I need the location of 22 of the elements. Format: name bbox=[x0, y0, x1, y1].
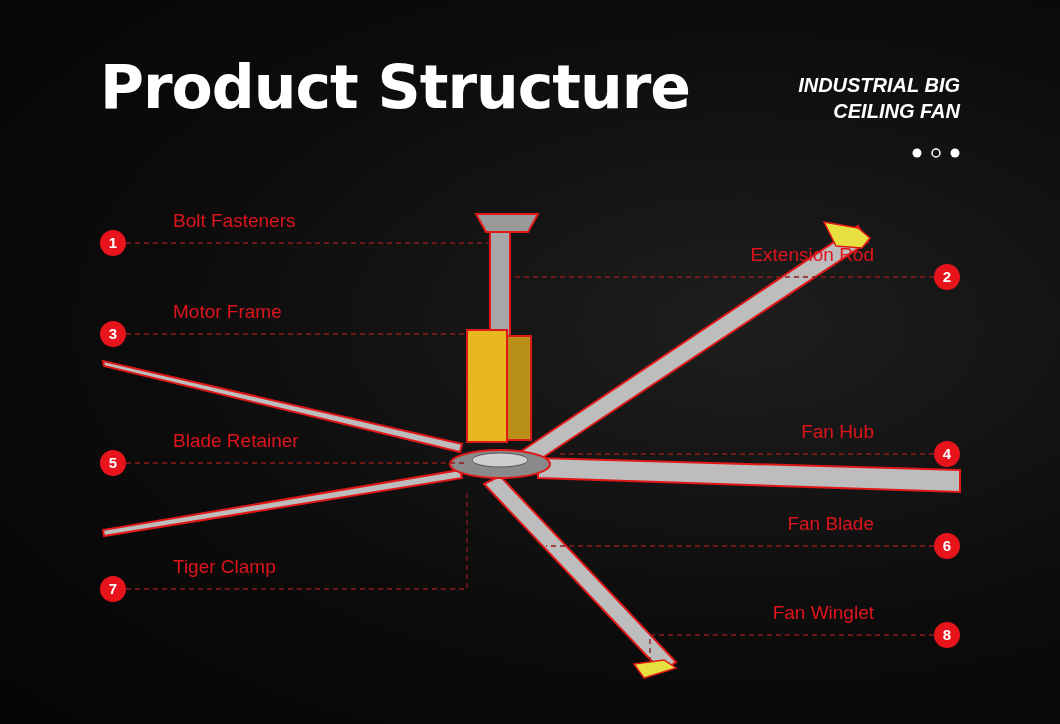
part-label: Fan Blade bbox=[787, 513, 874, 535]
leader-line bbox=[649, 634, 935, 663]
part-label: Tiger Clamp bbox=[173, 556, 276, 578]
subtitle-text: INDUSTRIAL BIG CEILING FAN bbox=[797, 73, 960, 124]
part-label: Blade Retainer bbox=[173, 430, 299, 452]
leader-line bbox=[125, 333, 467, 335]
callout-number: 4 bbox=[934, 441, 960, 467]
page-title: Product Structure bbox=[100, 52, 691, 122]
leader-line bbox=[545, 545, 935, 547]
callout-number: 7 bbox=[100, 576, 126, 602]
leader-line bbox=[125, 242, 491, 244]
part-label: Bolt Fasteners bbox=[173, 210, 296, 232]
part-label: Motor Frame bbox=[173, 301, 282, 323]
callout-number: 2 bbox=[934, 264, 960, 290]
callout-number: 6 bbox=[934, 533, 960, 559]
callout-number: 8 bbox=[934, 622, 960, 648]
callout-number: 3 bbox=[100, 321, 126, 347]
part-label: Fan Hub bbox=[801, 421, 874, 443]
callout-number: 5 bbox=[100, 450, 126, 476]
callout-number: 1 bbox=[100, 230, 126, 256]
leader-line bbox=[125, 491, 468, 590]
part-label: Fan Winglet bbox=[772, 602, 874, 624]
